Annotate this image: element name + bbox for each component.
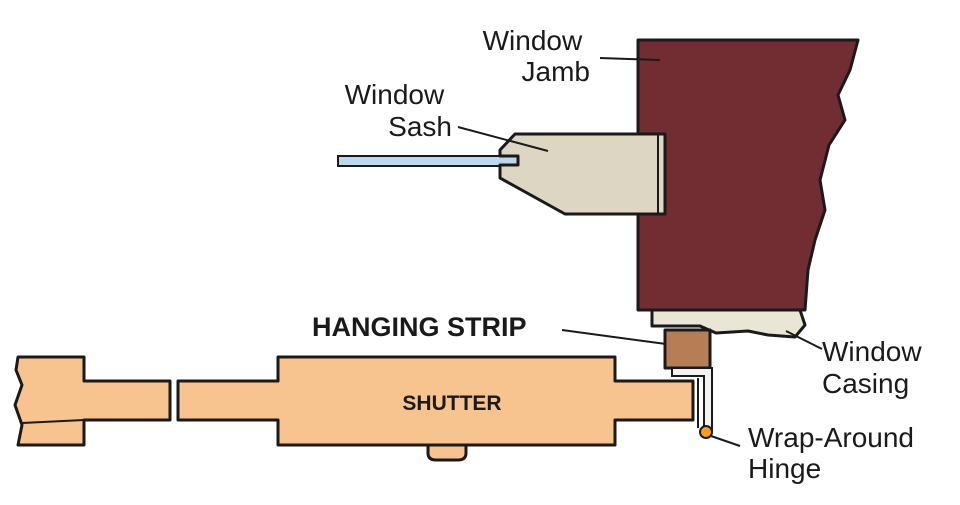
leader-window-sash [457, 126, 549, 152]
leader-window-jamb [599, 57, 661, 61]
window-jamb [636, 38, 860, 312]
label-window-casing: Window Casing [822, 336, 929, 399]
shutter-main-body [176, 355, 695, 447]
window-sash [498, 132, 667, 216]
label-window-sash: Window Sash [345, 79, 452, 142]
hanging-strip [663, 328, 712, 370]
label-hanging-strip: HANGING STRIP [312, 312, 527, 342]
hinge-pin [699, 425, 713, 439]
shutter-left-groove [21, 419, 85, 424]
shutter-left-stile [13, 355, 172, 447]
label-shutter: SHUTTER [402, 392, 501, 415]
window-glass [337, 155, 519, 167]
leader-hanging-strip [561, 329, 667, 345]
label-window-jamb: Window Jamb [483, 25, 590, 87]
leader-hinge [710, 435, 741, 447]
label-wrap-around-hinge: Wrap-Around Hinge [748, 422, 922, 484]
window-casing [650, 308, 807, 339]
shutter-knob [426, 443, 468, 462]
leader-window-casing [785, 330, 823, 350]
